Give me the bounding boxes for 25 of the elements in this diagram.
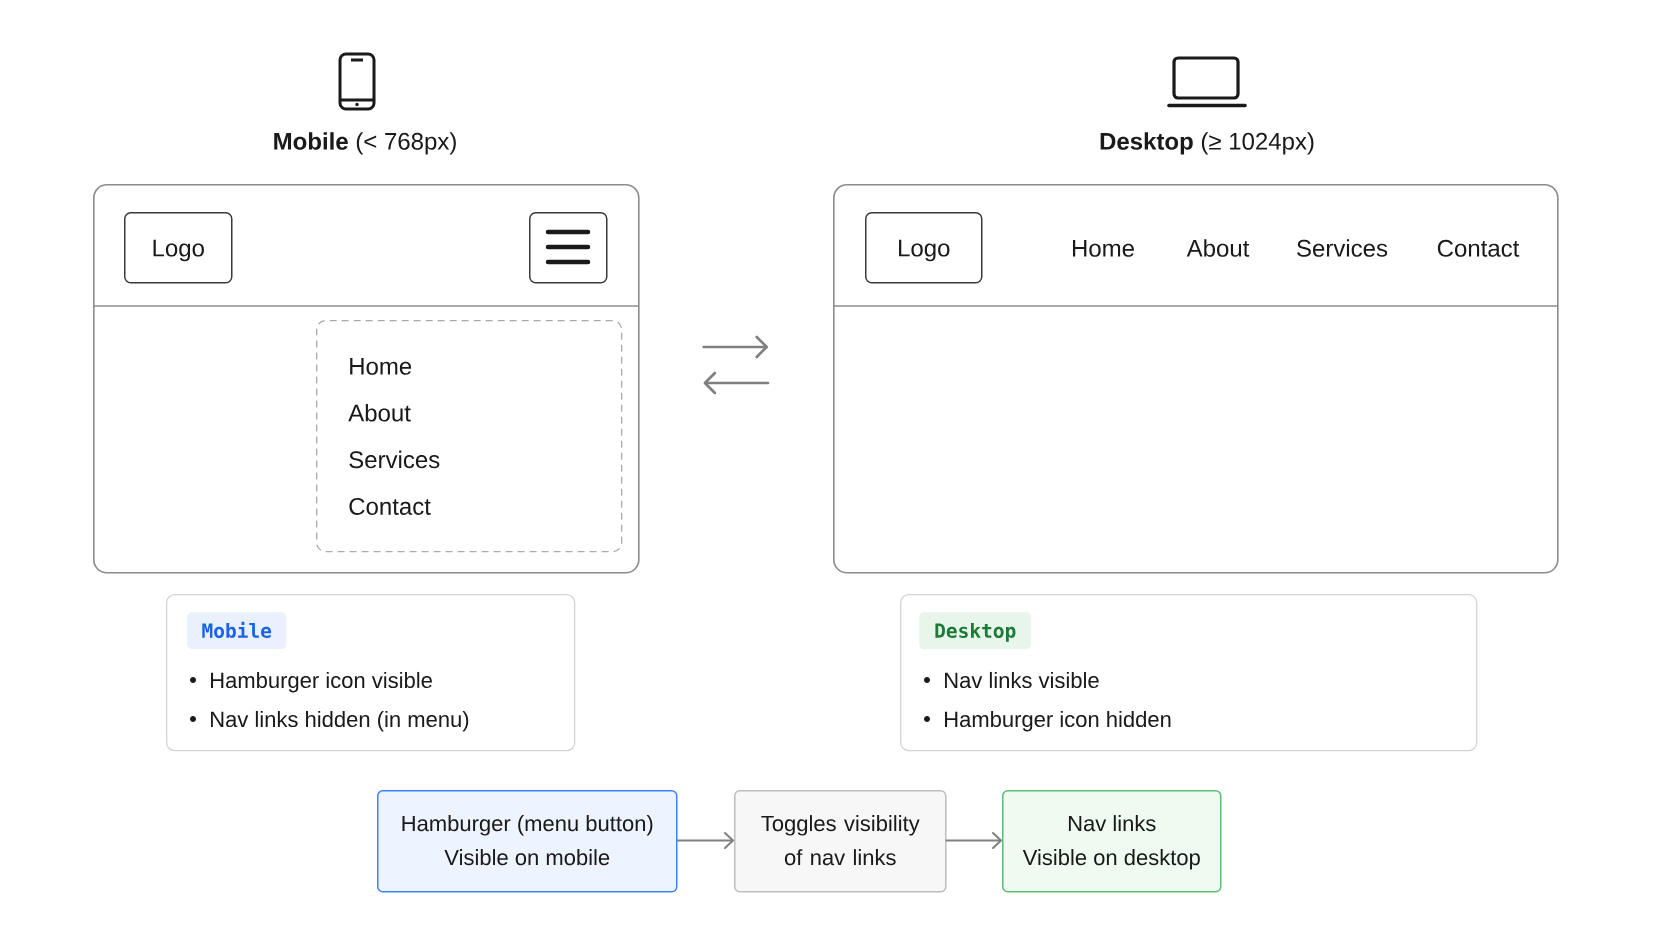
nav-link: About bbox=[1186, 239, 1250, 257]
bullet-text: Hamburger icon visible bbox=[211, 671, 432, 693]
menu-item: About bbox=[348, 403, 411, 422]
nav-link: Contact bbox=[1437, 239, 1520, 257]
tag: Mobile bbox=[187, 612, 287, 650]
process-box: Nav links Visible on desktop bbox=[1002, 790, 1222, 893]
menu-item: Home bbox=[350, 358, 412, 375]
arrow bbox=[676, 832, 734, 849]
heading: Desktop (≥ 1024px) bbox=[1100, 132, 1314, 155]
arrow bbox=[703, 371, 770, 395]
placeholder-box: Logo bbox=[865, 212, 983, 284]
bullet-text: Nav links visible bbox=[945, 671, 1099, 689]
process-box: Toggles visibility of nav links bbox=[734, 790, 947, 893]
nav-link: Services bbox=[1297, 239, 1388, 257]
bullet-text: Hamburger icon hidden bbox=[945, 710, 1171, 732]
arrow bbox=[945, 832, 1002, 849]
nav-link: Home bbox=[1073, 240, 1134, 257]
process-box: Hamburger (menu button) Visible on mobile bbox=[377, 790, 678, 893]
arrow bbox=[702, 335, 768, 359]
bullet-text: Nav links hidden (in menu) bbox=[211, 710, 469, 732]
menu-item: Services bbox=[349, 450, 440, 469]
heading: Mobile (< 768px) bbox=[274, 132, 456, 155]
placeholder-box: Logo bbox=[124, 212, 233, 284]
tag: Desktop bbox=[919, 612, 1032, 650]
menu-item: Contact bbox=[349, 497, 431, 515]
